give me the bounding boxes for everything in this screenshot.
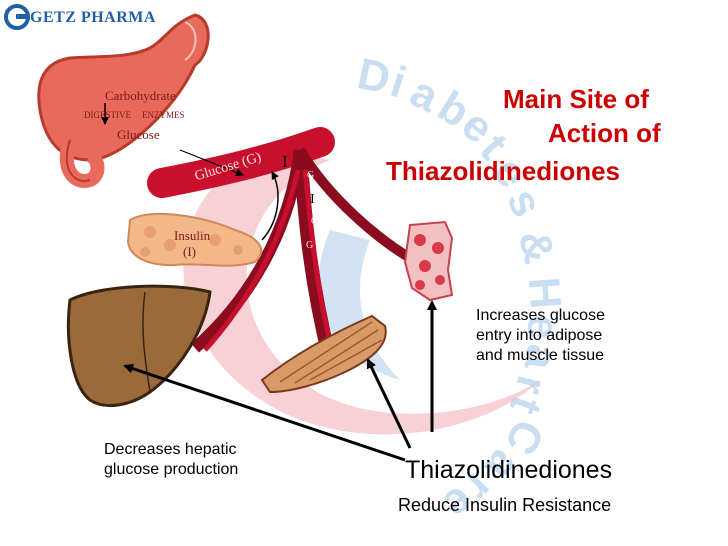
muscle-pointer-arrow [366, 358, 412, 449]
vessel-i-label: I [310, 192, 315, 207]
insulin-label: Insulin [174, 228, 211, 243]
vessel-g-label-2: G [311, 216, 319, 227]
logo-icon [4, 4, 30, 30]
glucose-label: Glucose [117, 127, 160, 142]
insulin-release-arrow [261, 171, 279, 241]
liver-icon [66, 284, 212, 407]
liver-note-line-1: Decreases hepatic [104, 441, 237, 458]
liver-pointer-arrow [123, 363, 406, 462]
adipose-note-line-3: and muscle tissue [476, 347, 605, 364]
drug-name: Thiazolidinediones [405, 456, 613, 484]
adipose-note-line-1: Increases glucose [476, 307, 605, 324]
muscle-icon [260, 314, 387, 394]
insulin-i-label: (I) [183, 244, 196, 259]
liver-note-line-2: glucose production [104, 461, 239, 478]
title-line-3: Thiazolidinediones [386, 156, 621, 186]
adipose-icon [403, 220, 454, 302]
digestive-label: DIGESTIVE [84, 110, 131, 120]
vessel-g-label-1: G [307, 170, 315, 181]
adipose-note-line-2: entry into adipose [476, 327, 603, 344]
title-line-1: Main Site of [503, 84, 649, 114]
glucose-absorption-arrow [179, 149, 244, 177]
drug-effect: Reduce Insulin Resistance [398, 495, 612, 515]
vessel-g-label-3: G [306, 240, 314, 251]
watermark-swoosh [183, 150, 540, 435]
insulin-marker-label: I [282, 152, 288, 171]
logo-text: GETZ PHARMA [30, 9, 156, 26]
stomach-icon [37, 13, 210, 188]
pancreas-icon [126, 212, 262, 267]
title-line-2: Action of [548, 118, 661, 148]
carbohydrate-label: Carbohydrate [105, 88, 176, 103]
enzymes-label: ENZYMES [142, 110, 185, 120]
